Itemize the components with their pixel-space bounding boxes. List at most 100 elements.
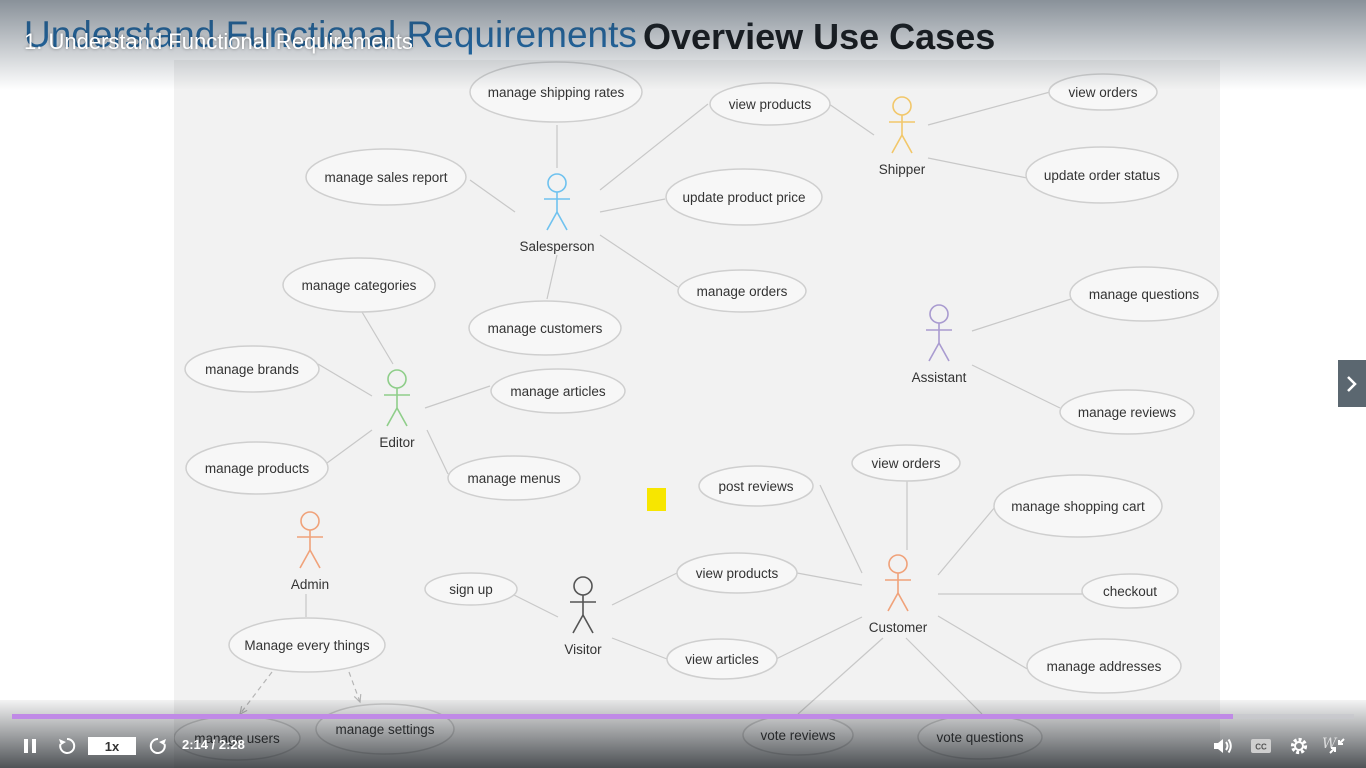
pause-button[interactable] <box>18 731 42 761</box>
association-line <box>599 198 666 213</box>
association-line <box>426 429 449 475</box>
progress-bar-fill <box>12 714 1234 719</box>
actor-label: Customer <box>869 620 928 635</box>
use-case-label: view orders <box>1068 85 1137 100</box>
association-line <box>317 363 373 397</box>
use-case-ellipse <box>993 474 1163 538</box>
use-case-label: update product price <box>682 190 805 205</box>
slide-heading: Overview Use Cases <box>643 16 996 57</box>
use-case-label: manage questions <box>1089 287 1200 302</box>
use-case-label: manage menus <box>467 471 560 486</box>
use-case-label: manage reviews <box>1078 405 1177 420</box>
association-line <box>971 298 1072 332</box>
association-line <box>775 616 863 660</box>
use-case-ellipse <box>424 572 518 606</box>
association-line <box>599 103 709 191</box>
use-case-diagram: manage shipping rates view products manage… <box>174 60 1220 768</box>
next-lecture-button[interactable] <box>1338 360 1366 407</box>
progress-bar[interactable] <box>12 714 1354 719</box>
use-case-label: view articles <box>685 652 759 667</box>
playback-speed-button[interactable]: 1x <box>88 737 136 755</box>
use-case-ellipse <box>305 148 467 206</box>
use-case-ellipse <box>1069 266 1219 322</box>
use-case-label: view orders <box>871 456 940 471</box>
association-line <box>599 234 679 288</box>
settings-button[interactable] <box>1286 731 1312 761</box>
use-case-ellipse <box>490 368 626 414</box>
actor-label: Visitor <box>564 642 602 657</box>
actor-figure <box>885 554 911 612</box>
use-case-label: manage addresses <box>1047 659 1162 674</box>
use-case-label: manage customers <box>488 321 603 336</box>
forward-icon <box>149 737 166 754</box>
association-line <box>937 506 996 576</box>
actor-figure <box>297 511 323 569</box>
video-controls-overlay <box>0 700 1366 768</box>
chevron-right-icon <box>1347 375 1357 392</box>
use-case-ellipse <box>677 269 807 313</box>
actor-label: Assistant <box>912 370 967 385</box>
association-line <box>971 364 1061 409</box>
rewind-icon <box>59 737 76 754</box>
use-case-ellipse <box>676 552 798 594</box>
use-case-label: manage categories <box>302 278 417 293</box>
captions-icon: CC <box>1251 739 1271 753</box>
use-case-label: update order status <box>1044 168 1161 183</box>
use-case-ellipse <box>468 300 622 356</box>
use-case-label: view products <box>696 566 779 581</box>
captions-button[interactable]: CC <box>1248 731 1274 761</box>
video-controls: 1x 2:14 / 2:28 CC <box>0 731 1366 761</box>
association-line <box>819 484 863 574</box>
association-line <box>424 385 491 409</box>
association-line <box>469 179 516 213</box>
rewind-button[interactable] <box>55 731 79 761</box>
use-case-label: checkout <box>1103 584 1157 599</box>
use-case-label: view products <box>729 97 812 112</box>
actor-label: Admin <box>291 577 329 592</box>
use-case-label: sign up <box>449 582 493 597</box>
association-line <box>828 103 875 136</box>
use-case-label: manage articles <box>510 384 606 399</box>
association-line <box>611 572 678 606</box>
use-case-ellipse <box>282 257 436 313</box>
association-line <box>927 157 1028 179</box>
use-case-ellipse <box>185 441 329 495</box>
watermark-logo: W <box>1322 736 1337 752</box>
time-display: 2:14 / 2:28 <box>182 737 245 752</box>
volume-icon <box>1214 738 1232 754</box>
actor-figure <box>889 96 915 154</box>
use-case-ellipse <box>665 168 823 226</box>
actor-label: Salesperson <box>519 239 594 254</box>
volume-button[interactable] <box>1210 731 1236 761</box>
forward-button[interactable] <box>146 731 170 761</box>
association-line <box>361 311 394 365</box>
association-line <box>937 615 1030 671</box>
use-case-label: post reviews <box>718 479 793 494</box>
use-case-ellipse <box>228 617 386 673</box>
use-case-ellipse <box>1059 389 1195 435</box>
use-case-label: manage sales report <box>324 170 447 185</box>
pause-icon <box>24 739 36 753</box>
actor-label: Shipper <box>879 162 926 177</box>
use-case-ellipse <box>184 345 320 393</box>
actor-figure <box>570 576 596 634</box>
association-line <box>927 91 1051 126</box>
use-case-label: manage shipping rates <box>488 85 625 100</box>
actor-figure <box>926 304 952 362</box>
use-case-diagram-svg: manage shipping rates view products manage… <box>174 61 1219 761</box>
association-line <box>513 594 559 618</box>
use-case-label: Manage every things <box>244 638 370 653</box>
association-line <box>326 429 373 464</box>
actor-figure <box>544 173 570 231</box>
association-line <box>796 572 863 586</box>
exit-fullscreen-icon <box>1329 738 1345 754</box>
use-case-ellipse <box>1026 638 1182 694</box>
gear-icon <box>1290 737 1308 755</box>
use-case-ellipse <box>666 638 778 680</box>
fullscreen-button[interactable] <box>1324 731 1350 761</box>
association-line <box>611 637 668 660</box>
use-case-label: manage brands <box>205 362 299 377</box>
svg-text:CC: CC <box>1255 743 1267 752</box>
video-title: 1. Understand Functional Requirements <box>24 29 413 54</box>
use-case-ellipse <box>1081 573 1179 609</box>
